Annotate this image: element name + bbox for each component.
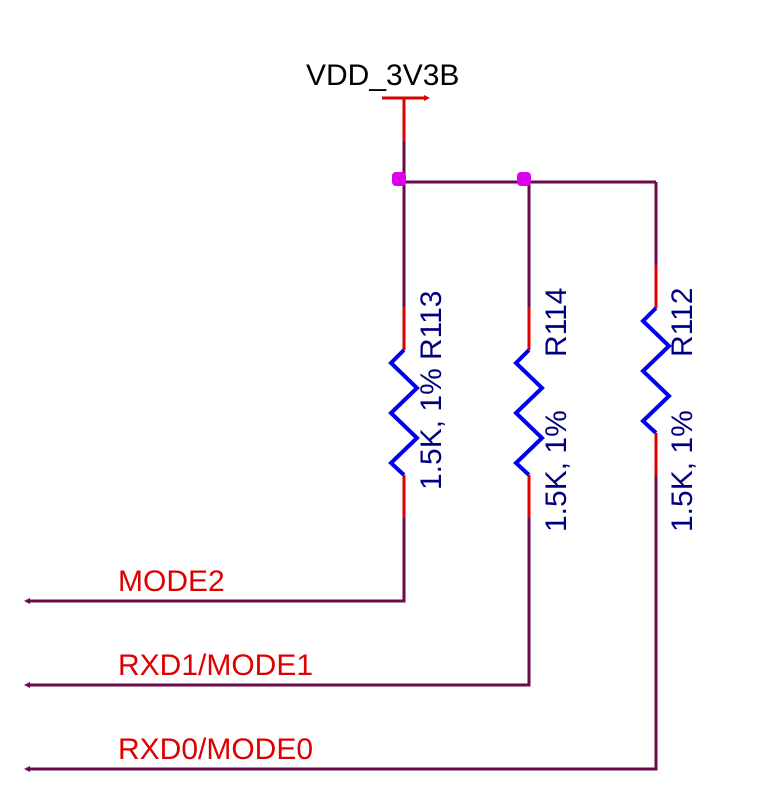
net-label-mode2[interactable]: MODE2 <box>118 565 225 598</box>
designator-label: R112 <box>666 288 699 358</box>
junction-dot <box>517 172 531 186</box>
resistor-zigzag-icon <box>388 348 420 477</box>
designator-label: R114 <box>540 288 573 358</box>
wire-end-arrow-icon <box>24 598 30 604</box>
resistor-zigzag-icon <box>640 306 672 435</box>
resistor-r114[interactable]: R114 1.5K, 1% <box>513 288 573 533</box>
power-label: VDD_3V3B <box>306 59 459 92</box>
resistor-r113[interactable]: R113 1.5K, 1% <box>388 291 448 519</box>
designator-label: R113 <box>415 291 448 361</box>
value-label: 1.5K, 1% <box>540 410 573 532</box>
wire-end-arrow-icon <box>24 682 30 688</box>
wire-rxd1-mode1 <box>28 518 531 687</box>
power-arrow-icon <box>424 95 430 101</box>
value-label: 1.5K, 1% <box>666 410 699 532</box>
resistor-r112[interactable]: R112 1.5K, 1% <box>640 265 699 532</box>
power-port-vdd-3v3b[interactable]: VDD_3V3B <box>306 59 459 141</box>
value-label: 1.5K, 1% <box>415 368 448 490</box>
net-label-rxd1-mode1[interactable]: RXD1/MODE1 <box>118 649 313 682</box>
wire-rxd0-mode0 <box>28 476 658 771</box>
resistor-zigzag-icon <box>513 348 545 477</box>
wire-mode2 <box>28 518 406 603</box>
wire-end-arrow-icon <box>24 766 30 772</box>
junction-dot <box>392 172 406 186</box>
net-label-rxd0-mode0[interactable]: RXD0/MODE0 <box>118 733 313 766</box>
